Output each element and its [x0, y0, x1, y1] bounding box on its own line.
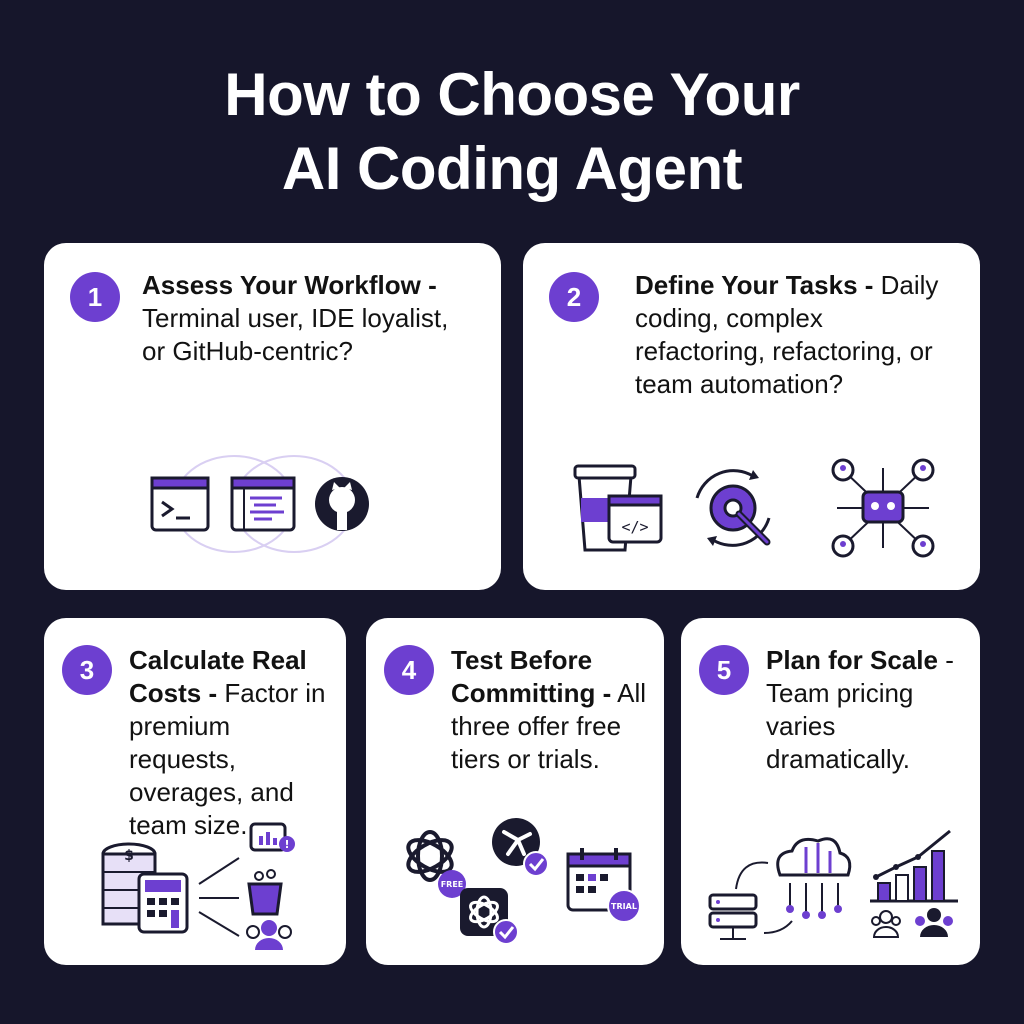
robot-team-network-icon	[831, 458, 935, 558]
coffee-cup-code-icon: </>	[573, 464, 663, 552]
step-text: Define Your Tasks - Daily coding, comple…	[635, 269, 955, 401]
openai-check-icon	[460, 888, 519, 945]
step-number-badge: 2	[549, 272, 599, 322]
step-heading: Plan for Scale	[766, 645, 938, 675]
workflow-icons	[144, 448, 394, 558]
step-body: All three offer free tiers or trials.	[451, 678, 647, 774]
coin-stack-calculator-icon: $	[101, 842, 189, 934]
premium-requests-chart-icon: !	[249, 822, 295, 852]
step-card-2: 2 Define Your Tasks - Daily coding, comp…	[523, 243, 980, 590]
step-number-badge: 5	[699, 645, 749, 695]
calendar-trial-icon: TRIAL	[566, 848, 641, 923]
step-text: Assess Your Workflow - Terminal user, ID…	[142, 269, 462, 368]
step-number-badge: 1	[70, 272, 120, 322]
step-card-3: 3 Calculate Real Costs - Factor in premi…	[44, 618, 346, 965]
trial-icons: FREE	[396, 808, 646, 948]
step-body: - Team pricing varies dramatically.	[766, 645, 954, 774]
step-heading: Assess Your Workflow -	[142, 270, 437, 300]
step-card-1: 1 Assess Your Workflow - Terminal user, …	[44, 243, 501, 590]
team-icon	[246, 920, 292, 950]
task-icons: </>	[573, 458, 943, 558]
terminal-window-icon	[150, 476, 210, 532]
title-line-2: AI Coding Agent	[281, 135, 743, 202]
growth-bar-chart-icon	[870, 829, 958, 903]
step-number-badge: 3	[62, 645, 112, 695]
free-badge: FREE	[441, 880, 464, 889]
step-card-5: 5 Plan for Scale - Team pricing varies d…	[681, 618, 980, 965]
github-logo-icon	[315, 477, 369, 531]
step-card-4: 4 Test Before Committing - All three off…	[366, 618, 664, 965]
step-text: Plan for Scale - Team pricing varies dra…	[766, 644, 966, 776]
step-body: Terminal user, IDE loyalist, or GitHub-c…	[142, 303, 449, 366]
step-text: Calculate Real Costs - Factor in premium…	[129, 644, 339, 842]
openai-free-icon: FREE	[406, 830, 466, 898]
large-team-icon	[915, 908, 953, 937]
step-heading: Define Your Tasks -	[635, 270, 874, 300]
small-team-icon	[871, 910, 901, 938]
agent-check-icon	[492, 818, 549, 877]
step-heading: Test Before Committing -	[451, 645, 612, 708]
title-line-1: How to Choose Your	[224, 61, 800, 128]
cloud-network-icon	[776, 837, 852, 919]
step-heading: Calculate Real Costs -	[129, 645, 307, 708]
scale-icons	[706, 823, 966, 948]
step-number-badge: 4	[384, 645, 434, 695]
cost-icons: $ !	[99, 818, 309, 950]
svg-text:</>: </>	[621, 518, 648, 536]
step-body: Factor in premium requests, overages, an…	[129, 678, 326, 840]
step-text: Test Before Committing - All three offer…	[451, 644, 651, 776]
gear-wrench-cycle-icon	[695, 469, 771, 547]
page-title: How to Choose Your AI Coding Agent	[0, 58, 1024, 206]
trial-badge: TRIAL	[611, 902, 637, 911]
ide-code-window-icon	[230, 476, 296, 532]
overflow-bucket-icon	[247, 869, 283, 916]
step-body: Daily coding, complex refactoring, refac…	[635, 270, 939, 399]
svg-text:!: !	[284, 838, 289, 851]
svg-text:$: $	[124, 848, 134, 864]
server-icon	[708, 893, 758, 940]
